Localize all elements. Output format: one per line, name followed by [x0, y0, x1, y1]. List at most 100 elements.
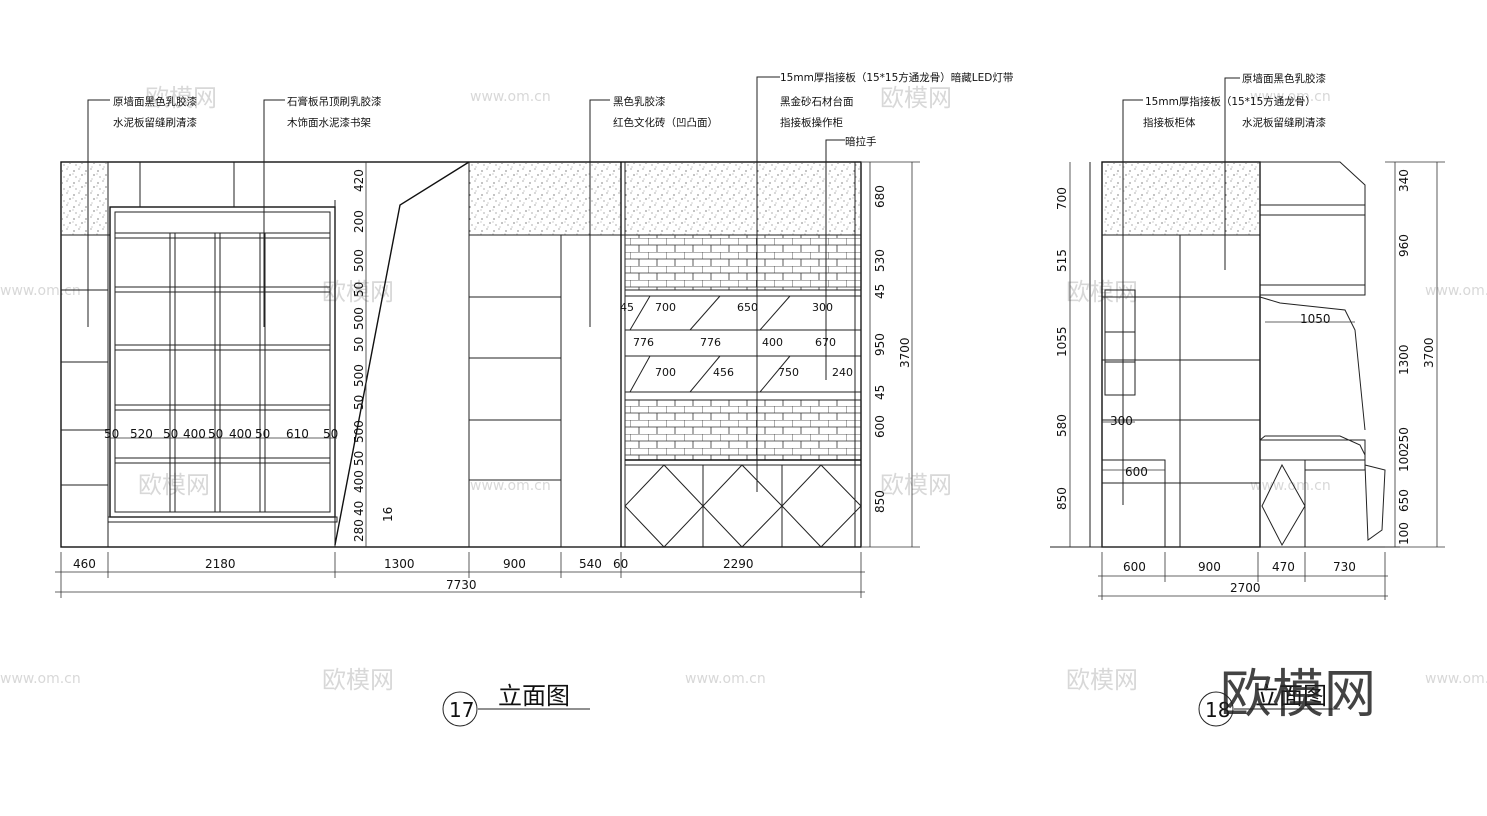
watermark-brand: 欧模网: [880, 84, 952, 112]
watermark-brand: 欧模网: [880, 471, 952, 499]
dim-label: 50: [104, 427, 119, 441]
dim-label: 750: [778, 366, 799, 379]
watermark-url: www.om.cn: [470, 89, 551, 105]
watermark-url: www.om.cn: [685, 671, 766, 687]
dim-label: 456: [713, 366, 734, 379]
annotation-text: 红色文化砖（凹凸面）: [613, 116, 718, 129]
dim-label: 3700: [1422, 337, 1436, 368]
dim-label: 850: [1055, 487, 1069, 510]
dim-label: 700: [655, 301, 676, 314]
dim-label: 680: [873, 185, 887, 208]
dim-label: 460: [73, 557, 96, 571]
annotation-text: 黑色乳胶漆: [613, 95, 666, 108]
dim-label: 420: [352, 169, 366, 192]
elevation-17: 原墙面黑色乳胶漆 水泥板留缝刷清漆 石膏板吊顶刷乳胶漆 木饰面水泥漆书架 黑色乳…: [55, 71, 1013, 727]
dim-label: 400: [762, 336, 783, 349]
dim-label: 900: [1198, 560, 1221, 574]
watermark-url: www.om.cn: [1250, 89, 1331, 105]
elevation-18: 原墙面黑色乳胶漆 15mm厚指接板（15*15方通龙骨） 指接板柜体 水泥板留缝…: [1050, 72, 1445, 727]
dim-label: 400: [183, 427, 206, 441]
dim-label: 500: [352, 420, 366, 443]
annotation-text: 水泥板留缝刷清漆: [1242, 116, 1326, 129]
dim-label: 50: [163, 427, 178, 441]
dim-label: 45: [873, 284, 887, 299]
inner-dimensions: 1050 300 600: [1102, 312, 1355, 479]
dim-label: 515: [1055, 249, 1069, 272]
annotation-text: 原墙面黑色乳胶漆: [113, 95, 197, 108]
watermark-brand: 欧模网: [1066, 666, 1138, 694]
watermark-url: www.om.cn: [1425, 671, 1487, 687]
dim-label: 340: [1397, 169, 1411, 192]
drawing-title-17: 17 立面图: [442, 682, 590, 727]
dim-label: 300: [1110, 414, 1133, 428]
upper-cabinet-glass: [1259, 214, 1366, 286]
dim-label: 2180: [205, 557, 236, 571]
dim-label: 50: [208, 427, 223, 441]
dim-label: 250: [1397, 427, 1411, 450]
watermark-url: www.om.cn: [0, 283, 81, 299]
dim-label: 50: [352, 451, 366, 466]
dim-label: 500: [352, 364, 366, 387]
dim-label: 580: [1055, 414, 1069, 437]
annotation-text: 水泥板留缝刷清漆: [113, 116, 197, 129]
dim-label: 100: [1397, 522, 1411, 545]
vertical-dimensions-left: 420 200 500 50 500 50 500 50 500 50 400 …: [352, 162, 395, 547]
brick-column: [560, 234, 622, 548]
watermark-brand: 欧模网: [138, 471, 210, 499]
dim-label: 50: [255, 427, 270, 441]
dim-label: 50: [352, 282, 366, 297]
dim-label: 610: [286, 427, 309, 441]
slanted-ceiling-section: [334, 161, 470, 546]
dim-label: 520: [130, 427, 153, 441]
dim-label: 650: [737, 301, 758, 314]
dim-label: 600: [873, 415, 887, 438]
ceiling-texture: [469, 163, 561, 235]
ceiling-texture: [1103, 163, 1259, 235]
dim-label: 3700: [898, 337, 912, 368]
dim-label: 700: [655, 366, 676, 379]
dim-label: 240: [832, 366, 853, 379]
cement-panels: [468, 162, 561, 547]
counter-dimensions: 45 700 650 300 776 776 400 670 700 456 7…: [620, 301, 853, 379]
vertical-dimensions-left: 700 515 1055 580 850: [1055, 162, 1071, 547]
dim-label: 776: [700, 336, 721, 349]
dim-label: 16: [381, 507, 395, 522]
annotation-text: 指接板柜体: [1143, 116, 1196, 129]
dim-label: 400: [352, 470, 366, 493]
dim-label: 600: [1125, 465, 1148, 479]
watermark-brand-large: 欧模网: [1220, 665, 1376, 725]
watermark-url: www.om.cn: [470, 478, 551, 494]
dim-label: 500: [352, 249, 366, 272]
dim-label: 2700: [1230, 581, 1261, 595]
dim-label: 2290: [723, 557, 754, 571]
dim-label: 1050: [1300, 312, 1331, 326]
dim-label: 7730: [446, 578, 477, 592]
dim-label: 470: [1272, 560, 1295, 574]
annotation-text: 黑金砂石材台面: [780, 95, 854, 108]
shelf-dimensions: 50 520 50 400 50 400 50 610 50: [104, 427, 338, 441]
ceiling-texture: [62, 163, 108, 235]
watermark-brand: 欧模网: [145, 84, 217, 112]
bookshelf: [107, 162, 338, 547]
bottom-dimensions: 600 900 470 730 2700: [1098, 552, 1388, 600]
annotation-text: 指接板操作柜: [780, 116, 843, 129]
dim-label: 900: [503, 557, 526, 571]
dim-label: 1300: [1397, 344, 1411, 375]
drawing-title: 立面图: [498, 682, 570, 710]
dim-label: 50: [352, 337, 366, 352]
dim-label: 950: [873, 333, 887, 356]
dim-label: 960: [1397, 234, 1411, 257]
drawing-number: 17: [449, 698, 474, 722]
dim-label: 670: [815, 336, 836, 349]
ceiling-texture: [561, 163, 621, 235]
dim-label: 776: [633, 336, 654, 349]
dim-label: 300: [812, 301, 833, 314]
vertical-dimensions-right: 340 960 1300 250 100 650 100 3700: [1385, 161, 1445, 548]
dim-label: 40: [352, 501, 366, 516]
dim-label: 50: [323, 427, 338, 441]
dim-label: 600: [1123, 560, 1146, 574]
dim-label: 1300: [384, 557, 415, 571]
brick-wall-top: [625, 235, 861, 290]
dim-label: 650: [1397, 489, 1411, 512]
